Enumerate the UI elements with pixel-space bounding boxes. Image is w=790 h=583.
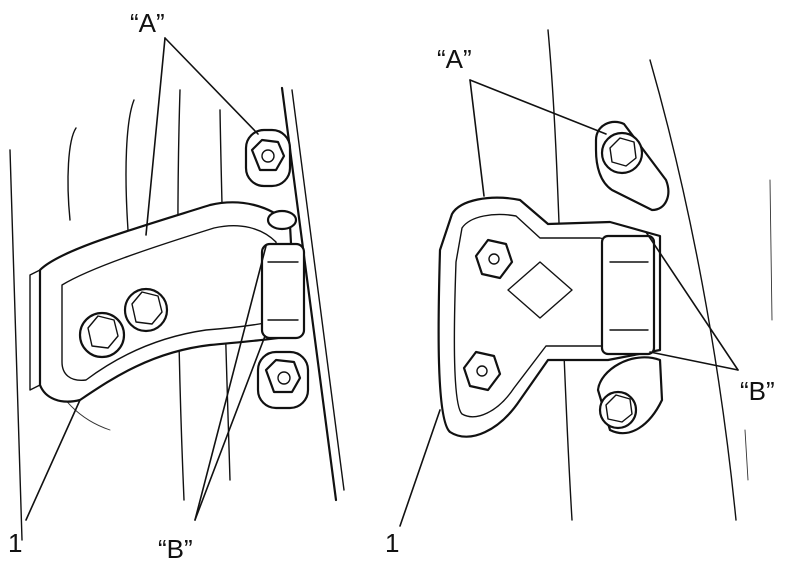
right-leaf-bolt-lower	[462, 350, 502, 392]
left-leader-a-upper	[164, 37, 259, 135]
left-arm-bolt-front	[78, 311, 126, 359]
left-leader-a-arm	[145, 37, 166, 236]
left-leader-part	[25, 399, 81, 521]
right-hinge-knuckle	[600, 234, 656, 356]
left-leader-b-upper	[194, 245, 267, 521]
right-label-a: “A”	[437, 44, 472, 74]
left-body-curl-1	[67, 127, 77, 221]
left-hinge-base-plate	[29, 269, 41, 391]
left-lower-bolt	[256, 350, 310, 410]
left-upper-bolt	[244, 128, 292, 188]
right-leaf-bolt-upper	[474, 238, 514, 280]
right-body-curve-2	[649, 59, 737, 521]
left-label-a: “A”	[130, 8, 165, 38]
left-hinge-arm-inner	[61, 225, 281, 381]
right-label-b: “B”	[740, 376, 775, 406]
right-leader-a-leaf	[469, 79, 485, 197]
left-leader-b-lower	[194, 335, 266, 521]
left-body-edge-1	[9, 149, 23, 541]
left-label-b: “B”	[158, 534, 193, 564]
right-body-hair	[744, 179, 773, 481]
left-arm-bolt-rear	[123, 287, 169, 333]
right-hinge-leaf-inner	[453, 213, 649, 418]
right-label-part: 1	[385, 528, 400, 558]
left-hinge-view	[9, 37, 345, 541]
right-hinge-emboss	[507, 261, 573, 319]
right-leader-b-upper	[645, 231, 739, 371]
left-body-flange-inner	[291, 89, 345, 491]
left-body-curl-2	[125, 99, 135, 231]
right-upper-bolt-plate	[594, 120, 670, 212]
right-leader-a-upper	[469, 79, 607, 135]
right-leader-part	[399, 409, 441, 527]
left-label-part: 1	[8, 528, 23, 558]
left-hinge-knuckle	[260, 209, 306, 340]
right-lower-bolt-plate	[596, 356, 664, 435]
right-leader-b-lower	[649, 351, 739, 371]
